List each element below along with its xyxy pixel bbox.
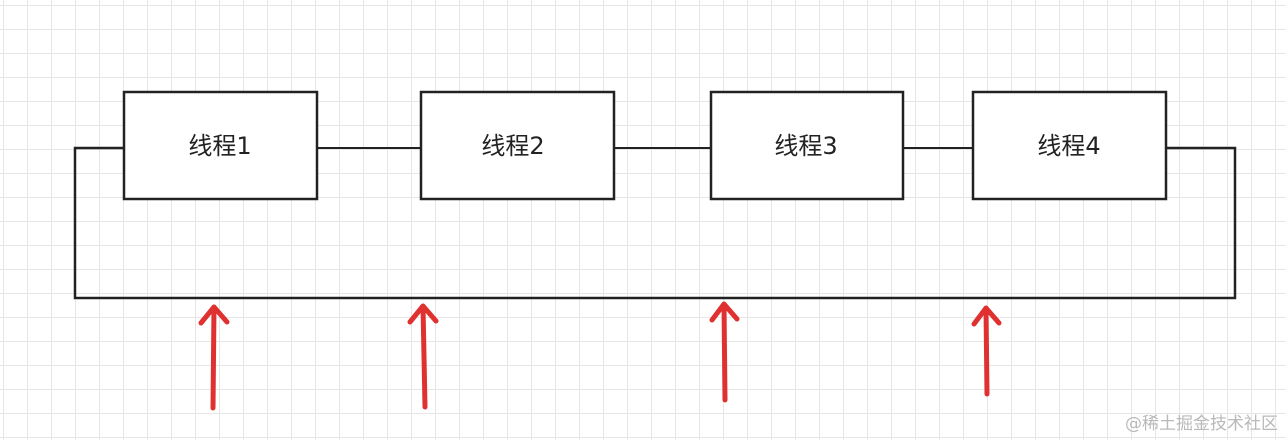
thread-label: 线程1: [188, 132, 251, 160]
red-arrow: [407, 303, 439, 410]
watermark-text: @稀土掘金技术社区: [1125, 414, 1278, 434]
thread-label: 线程3: [774, 132, 837, 160]
thread-node: 线程4: [971, 90, 1168, 201]
thread-box: [971, 90, 1168, 201]
red-arrow: [709, 301, 740, 403]
thread-node: 线程1: [122, 90, 319, 201]
ring-loop-line: [73, 146, 1237, 300]
red-arrow: [198, 304, 230, 411]
thread-node: 线程2: [419, 90, 616, 201]
thread-label: 线程4: [1037, 132, 1100, 160]
thread-box: [122, 90, 319, 201]
red-arrow: [971, 305, 1002, 397]
thread-label: 线程2: [481, 132, 544, 160]
thread-box: [419, 90, 616, 201]
thread-box: [709, 90, 905, 201]
thread-node: 线程3: [709, 90, 905, 201]
